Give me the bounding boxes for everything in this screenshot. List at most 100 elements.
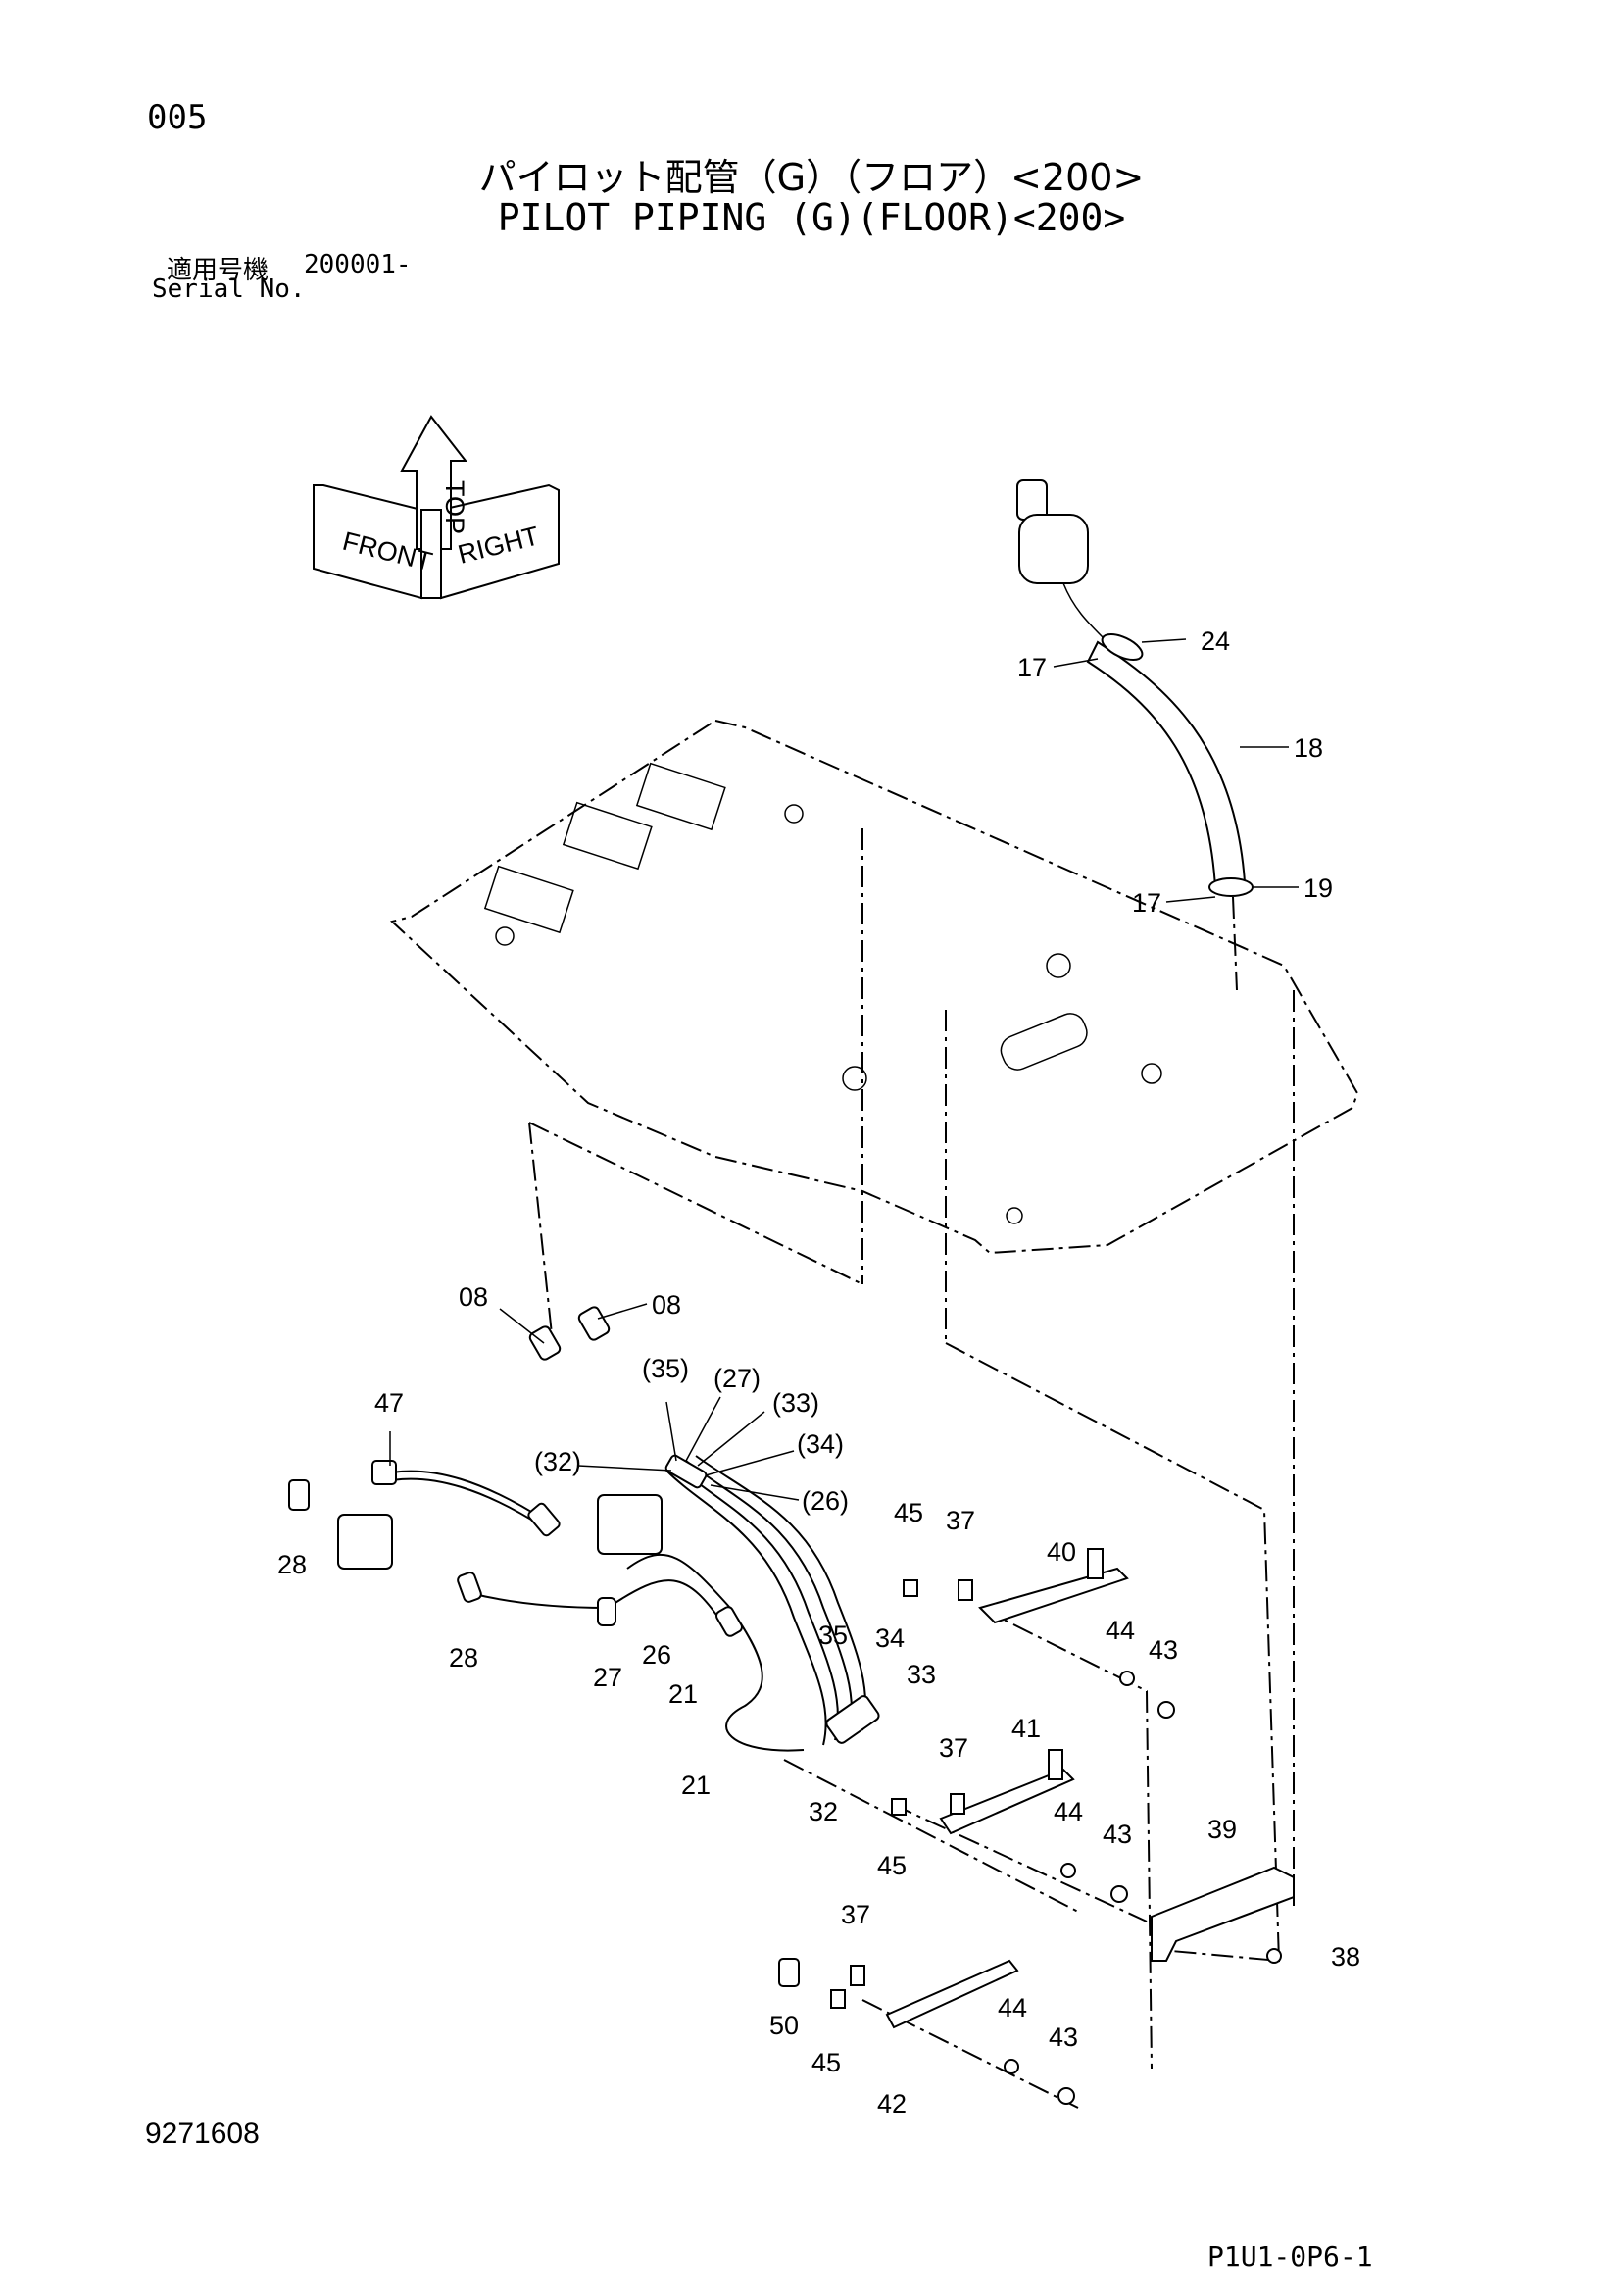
guide-line-1 <box>528 1122 863 1285</box>
title-english: PILOT PIPING (G)(FLOOR)<200> <box>497 196 1126 239</box>
hose-47-b <box>376 1477 545 1528</box>
bracket-39 <box>1151 1866 1295 1962</box>
fitting-cluster-lower <box>825 1695 880 1744</box>
callout-37b: 37 <box>939 1733 968 1763</box>
floor-slot <box>1000 1013 1088 1071</box>
floor-opening-3 <box>483 865 574 934</box>
callout-27: 27 <box>593 1663 622 1692</box>
leader-17a <box>1053 658 1099 668</box>
page-number: 005 <box>147 98 208 137</box>
pilot-valve-body <box>1018 514 1089 584</box>
leader-lines <box>389 638 1299 1501</box>
nut-43-b <box>1110 1885 1128 1903</box>
callout-40: 40 <box>1047 1537 1076 1567</box>
callout-44b: 44 <box>1054 1797 1083 1826</box>
callout-35: 35 <box>818 1621 848 1650</box>
floor-plate-outline <box>389 719 1359 1255</box>
callout-19: 19 <box>1303 873 1333 903</box>
bracket-42 <box>885 1959 1019 2029</box>
fitting-47-other <box>527 1502 561 1537</box>
callout-17a: 17 <box>1017 653 1047 682</box>
fitting-cluster-upper <box>664 1454 708 1489</box>
callout-27-paren: (27) <box>713 1364 761 1393</box>
floor-opening-2 <box>635 762 726 831</box>
callout-45b: 45 <box>877 1851 907 1880</box>
leader-35p <box>665 1401 677 1462</box>
nut-43-a <box>1157 1701 1175 1719</box>
callout-44a: 44 <box>1106 1616 1135 1645</box>
callout-35-paren: (35) <box>642 1354 689 1383</box>
bracket-41 <box>939 1768 1075 1835</box>
fitting-26 <box>715 1606 743 1637</box>
leader-27p <box>685 1396 721 1462</box>
callout-33: 33 <box>907 1660 936 1689</box>
callout-37a: 37 <box>946 1506 975 1535</box>
fitting-27 <box>597 1597 616 1626</box>
washer-44-a <box>1119 1671 1135 1686</box>
callout-45a: 45 <box>894 1498 923 1527</box>
bolt-37-b <box>950 1793 965 1815</box>
callout-34: 34 <box>875 1623 905 1653</box>
leader-08b <box>597 1303 648 1320</box>
orientation-center-bar <box>420 509 442 599</box>
callout-37c: 37 <box>841 1900 870 1929</box>
callout-38: 38 <box>1331 1942 1360 1972</box>
fittings <box>288 1306 880 1987</box>
orientation-top-arrow <box>400 415 468 550</box>
floor-hole-1 <box>1046 953 1071 978</box>
callout-50: 50 <box>769 2011 799 2040</box>
orientation-symbol: FRONT RIGHT TOP <box>313 415 560 600</box>
pilot-valve-wire <box>1062 582 1104 638</box>
callout-32-paren: (32) <box>534 1447 581 1476</box>
hose-2 <box>675 1465 839 1741</box>
hose-21 <box>626 1553 805 1752</box>
serial-value: 200001- <box>304 250 412 279</box>
callout-labels: 24 17 18 17 19 08 08 47 (35) (27) (33) (… <box>277 626 1360 2119</box>
bolt-45-a <box>903 1579 918 1597</box>
callout-28b: 28 <box>449 1643 478 1672</box>
callout-24: 24 <box>1201 626 1230 656</box>
bolt-45-c <box>830 1989 846 2009</box>
serial-label-english: Serial No. <box>152 275 306 304</box>
fitting-28-a <box>288 1479 310 1511</box>
callout-17b: 17 <box>1132 888 1161 918</box>
pilot-valve-assembly <box>1016 479 1254 991</box>
guide-lines <box>528 990 1295 2109</box>
callout-41: 41 <box>1011 1714 1041 1743</box>
callout-42: 42 <box>877 2089 907 2119</box>
callout-26: 26 <box>642 1640 671 1670</box>
bracket-40 <box>978 1567 1129 1624</box>
nut-43-c <box>1057 2087 1075 2105</box>
callout-43b: 43 <box>1103 1820 1132 1849</box>
hose-3 <box>685 1460 853 1736</box>
callout-21a: 21 <box>668 1679 698 1709</box>
callout-26-paren: (26) <box>802 1486 849 1516</box>
callout-28a: 28 <box>277 1550 307 1579</box>
valve-block-center <box>597 1494 663 1555</box>
bolt-45-b <box>891 1798 907 1816</box>
floor-hole-2 <box>842 1066 867 1091</box>
page-code: P1U1-0P6-1 <box>1207 2240 1373 2272</box>
callout-47: 47 <box>374 1388 404 1418</box>
washer-44-b <box>1060 1863 1076 1878</box>
brackets <box>885 1548 1295 2029</box>
hose-4 <box>695 1455 867 1731</box>
fasteners <box>830 1579 1282 2105</box>
floor-hole-5 <box>495 926 515 946</box>
washer-44-c <box>1004 2059 1019 2074</box>
bracket-40-tab <box>1087 1548 1104 1579</box>
valve-block-left <box>337 1514 393 1570</box>
callout-32: 32 <box>809 1797 838 1826</box>
title-japanese: パイロット配管（G）（フロア）<200> <box>478 156 1145 199</box>
bolt-37-a <box>958 1579 973 1601</box>
fitting-28-b <box>457 1572 482 1603</box>
callout-21b: 21 <box>681 1771 711 1800</box>
bolt-37-c <box>850 1965 865 1986</box>
hose-bundle <box>376 1455 867 1752</box>
leader-32p <box>577 1465 672 1472</box>
floor-opening-1 <box>562 801 653 871</box>
drawing-number: 9271608 <box>145 2118 260 2150</box>
orientation-top-label: TOP <box>440 480 469 534</box>
callout-18: 18 <box>1294 733 1323 763</box>
